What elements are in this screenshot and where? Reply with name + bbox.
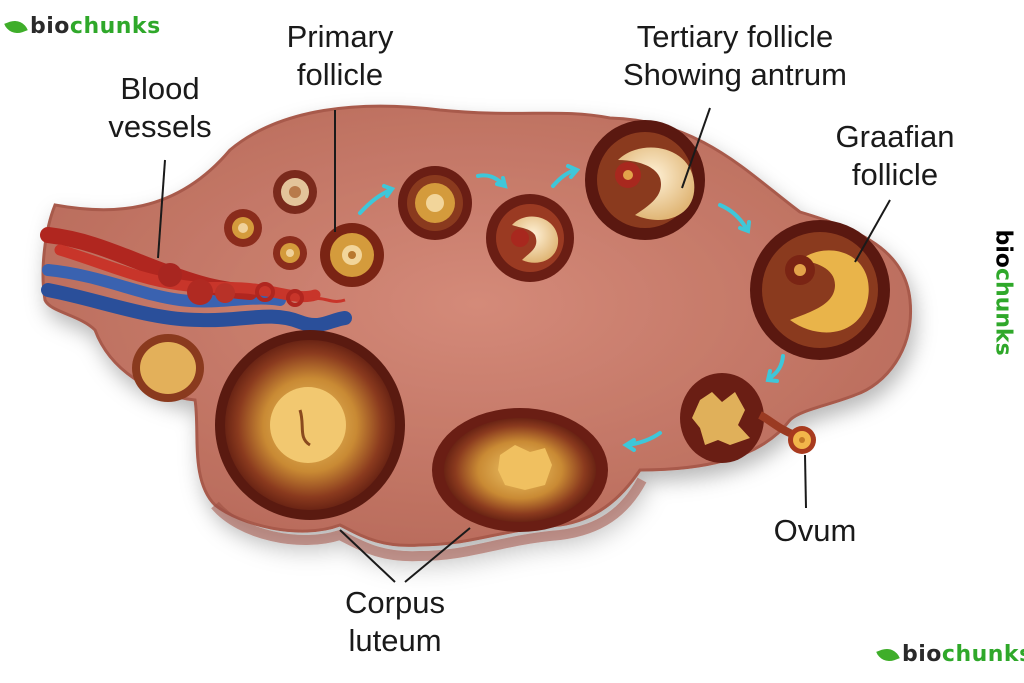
corpus-albicans (132, 334, 204, 402)
secondary-follicle (398, 166, 472, 240)
label-blood-vessels: Blood vessels (108, 71, 212, 144)
primary-follicle (320, 223, 384, 287)
brand-part2: chunks (990, 267, 1016, 356)
cycle-arrows (358, 164, 785, 452)
brand-part1: bio (990, 229, 1016, 268)
label-corpus-luteum: Corpus luteum (345, 585, 445, 658)
brand-part1: bio (30, 14, 70, 39)
leaf-icon (4, 16, 28, 37)
blood-vessels (40, 227, 352, 333)
leaf-icon (876, 644, 900, 665)
leader-lines (157, 107, 891, 583)
label-ovum: Ovum (773, 513, 857, 548)
graafian-follicle (750, 220, 890, 360)
tertiary-follicle (585, 120, 705, 240)
brand-part1: bio (902, 642, 942, 667)
ovum (788, 426, 816, 454)
label-graafian-follicle: Graafian follicle (835, 119, 955, 192)
ruptured-follicle (680, 373, 797, 463)
label-tertiary-follicle: Tertiary follicle Showing antrum (622, 19, 847, 92)
early-antral-follicle (486, 194, 574, 282)
corpus-luteum-medium (432, 408, 608, 532)
brand-part2: chunks (69, 14, 161, 39)
label-primary-follicle: Primary follicle (286, 19, 394, 92)
corpus-luteum-large (215, 330, 405, 520)
brand-logo-right-vertical: biochunks (988, 222, 1018, 382)
primordial-follicles (224, 170, 317, 270)
brand-part2: chunks (941, 642, 1024, 667)
